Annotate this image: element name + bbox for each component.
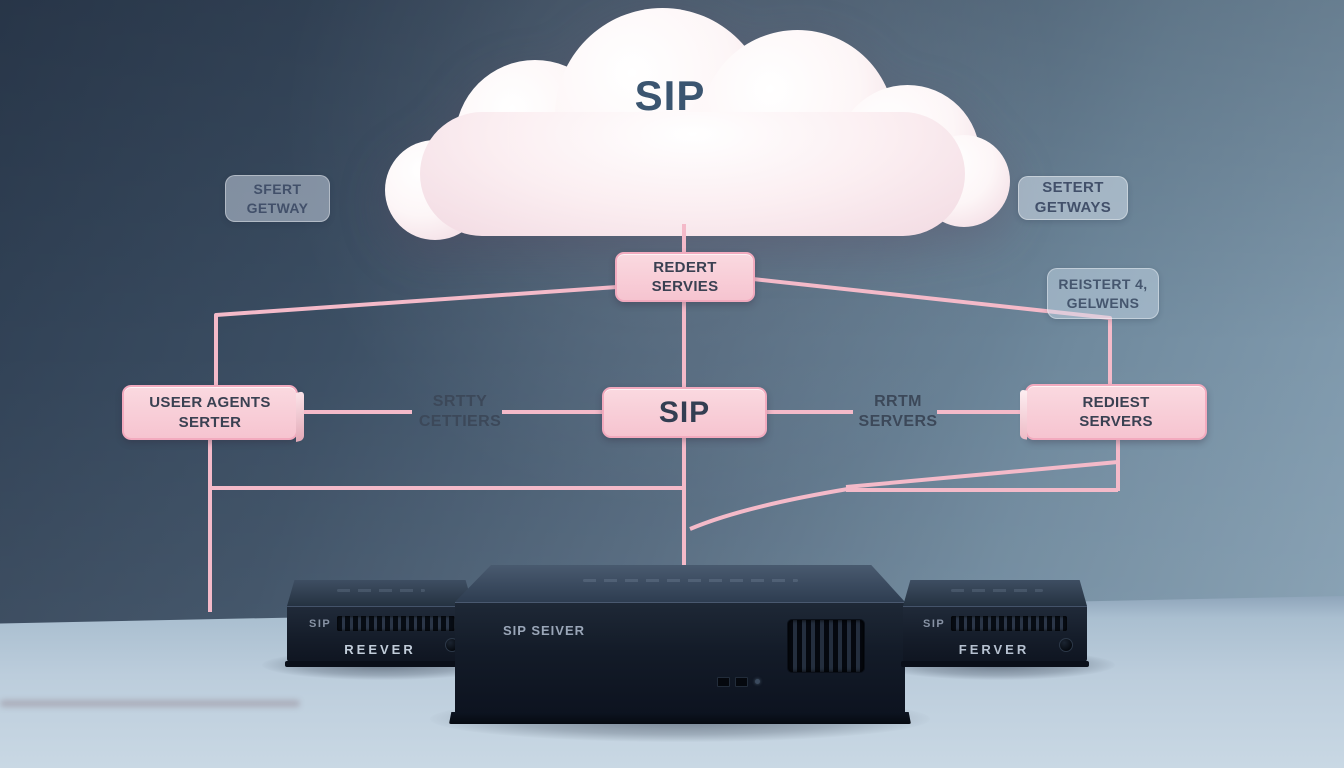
server-top-face	[903, 580, 1087, 606]
faint-top-markings	[583, 579, 798, 582]
badge-label: REISTERT 4, GELWENS	[1058, 275, 1148, 311]
port	[735, 677, 748, 687]
port	[717, 677, 730, 687]
server-label: REEVER	[344, 642, 416, 657]
server-label: FERVER	[958, 642, 1030, 657]
label-srtty-cettiers: SRTTY CETTIERS	[418, 393, 502, 430]
cloud-title: SIP	[634, 72, 706, 119]
server-label: SIP SEIVER	[503, 623, 586, 638]
vent-slots	[337, 616, 455, 631]
node-label: USEER AGENTS SERTER	[149, 394, 271, 431]
badge-label: SFERT GETWAY	[246, 180, 309, 216]
server-left: SIP REEVER	[285, 580, 475, 668]
node-label: REDIEST SERVERS	[1079, 393, 1153, 431]
cloud-puff	[420, 112, 965, 236]
power-button	[1059, 638, 1073, 652]
vent-grille	[787, 619, 865, 673]
server-front-face: SIP REEVER	[287, 606, 473, 662]
faint-top-markings	[337, 589, 425, 592]
vent-slots	[951, 616, 1067, 631]
label-rrtm-servers: RRTM SERVERS	[858, 393, 938, 430]
node-user-agents: USEER AGENTS SERTER	[122, 385, 298, 440]
line-curve-to-server	[689, 487, 849, 531]
server-base	[285, 661, 475, 667]
sip-cloud: SIP	[330, 0, 1010, 248]
server-tag: SIP	[923, 618, 946, 630]
server-center: SIP SEIVER	[449, 565, 911, 725]
node-label: REDERT SERVIES	[651, 258, 719, 296]
badge-register-gateways: REISTERT 4, GELWENS	[1047, 268, 1159, 319]
node-redirect-services: REDERT SERVIES	[615, 252, 755, 302]
node-sip-core: SIP	[602, 387, 767, 438]
server-front-face: SIP SEIVER	[455, 602, 905, 712]
server-top-face	[455, 565, 905, 602]
badge-left-gateway: SFERT GETWAY	[225, 175, 330, 222]
line-redirect-to-user-agents	[214, 285, 618, 387]
line-rediest-diagonal	[845, 460, 1119, 489]
server-front-face: SIP FERVER	[903, 606, 1087, 662]
server-base	[901, 661, 1089, 667]
server-top-face	[287, 580, 473, 606]
badge-label: SETERT GETWAYS	[1034, 178, 1112, 216]
status-led	[755, 679, 760, 684]
node-label: SIP	[658, 396, 711, 429]
faint-top-markings	[951, 589, 1043, 592]
server-right: SIP FERVER	[901, 580, 1089, 668]
badge-right-gateway: SETERT GETWAYS	[1018, 176, 1128, 220]
floor-reflection	[0, 700, 300, 707]
node-rediest-servers: REDIEST SERVERS	[1025, 384, 1207, 440]
line-redirect-to-rediest	[752, 277, 1112, 386]
server-tag: SIP	[309, 618, 332, 630]
server-base	[449, 712, 911, 724]
